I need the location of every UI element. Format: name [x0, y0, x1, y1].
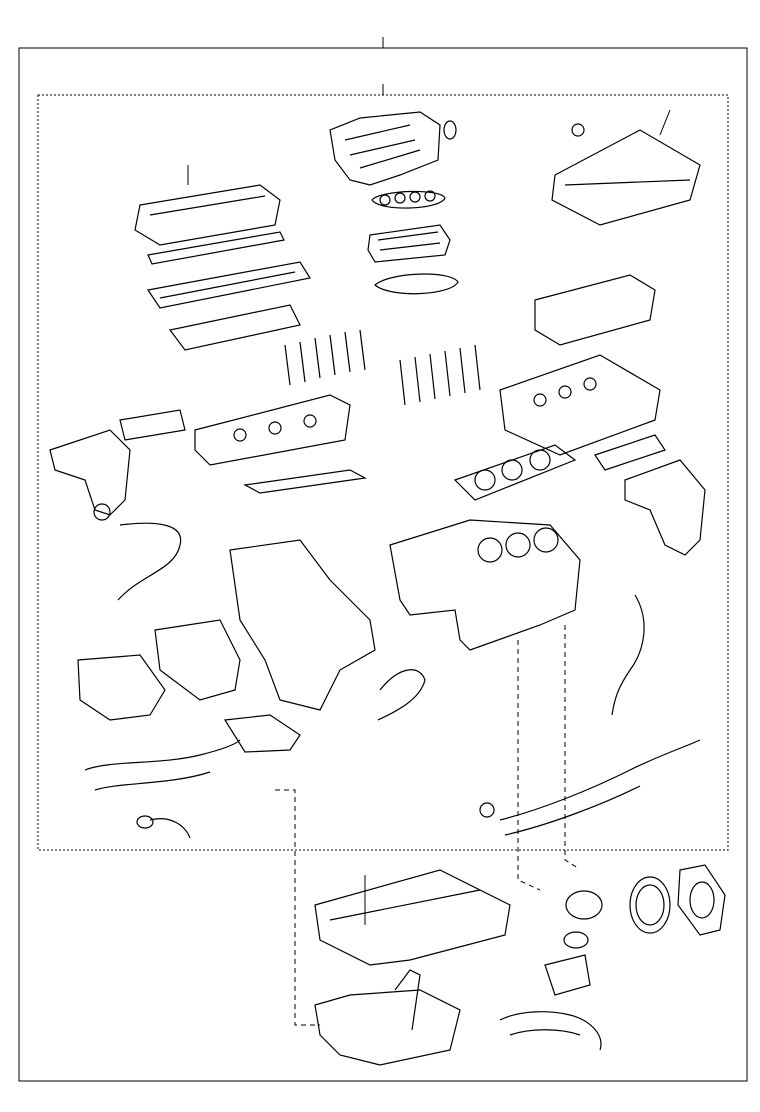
camshaft-housing-rh[interactable]: [534, 274, 656, 346]
water-pipe-lower-lh[interactable]: [84, 739, 241, 791]
timing-chain-cover[interactable]: [229, 539, 376, 711]
camshaft-housing-lh[interactable]: [146, 261, 311, 309]
water-pump-gasket[interactable]: [154, 619, 241, 701]
intake-manifold-lower[interactable]: [367, 224, 451, 263]
head-gasket-rh[interactable]: [453, 444, 577, 501]
oil-level-gauge-guide[interactable]: [611, 594, 645, 716]
water-outlet[interactable]: [223, 714, 301, 753]
oil-pan-upper[interactable]: [314, 869, 511, 966]
exhaust-manifold-gasket-lh[interactable]: [119, 409, 186, 441]
intake-manifold-upper[interactable]: [329, 111, 457, 186]
inner-kit-frame: [37, 94, 729, 851]
leader-oil-filter: [517, 640, 541, 891]
exhaust-valves-rh[interactable]: [399, 344, 481, 406]
cylinder-head-lh[interactable]: [194, 394, 351, 466]
exhaust-manifold-gasket-rh[interactable]: [594, 434, 666, 471]
hose-lh[interactable]: [136, 815, 191, 839]
exhaust-manifold-rh[interactable]: [624, 459, 706, 556]
camshaft-bearing-cap-lh[interactable]: [168, 304, 301, 351]
oil-cooler-pipe[interactable]: [499, 1011, 602, 1051]
oil-filter-bracket[interactable]: [544, 890, 603, 996]
intake-gasket-set[interactable]: [371, 190, 446, 209]
cylinder-head-rh[interactable]: [499, 354, 661, 456]
cylinder-block[interactable]: [389, 519, 581, 651]
oil-pump-cover[interactable]: [77, 654, 166, 721]
head-gasket-lh[interactable]: [243, 469, 367, 494]
exhaust-manifold-lh[interactable]: [49, 429, 131, 521]
water-bypass-pipe[interactable]: [377, 669, 426, 721]
cylinder-head-cover-lh[interactable]: [134, 165, 281, 246]
head-cover-gasket-lh[interactable]: [147, 231, 285, 265]
oil-pan-lower[interactable]: [314, 969, 461, 1066]
intake-gasket-lower[interactable]: [374, 273, 459, 295]
oil-seal-retainer[interactable]: [677, 864, 726, 936]
leader-oil-pan: [275, 789, 320, 1026]
water-inlet-pipe-lh[interactable]: [117, 522, 182, 601]
outer-kit-frame: [18, 47, 748, 1082]
leader-oil-cooler: [564, 625, 579, 869]
water-pipe-rh[interactable]: [479, 739, 701, 836]
cylinder-head-cover-rh[interactable]: [551, 109, 701, 226]
crankshaft-rear-oil-seal[interactable]: [629, 876, 671, 934]
intake-valves-lh[interactable]: [284, 329, 366, 386]
